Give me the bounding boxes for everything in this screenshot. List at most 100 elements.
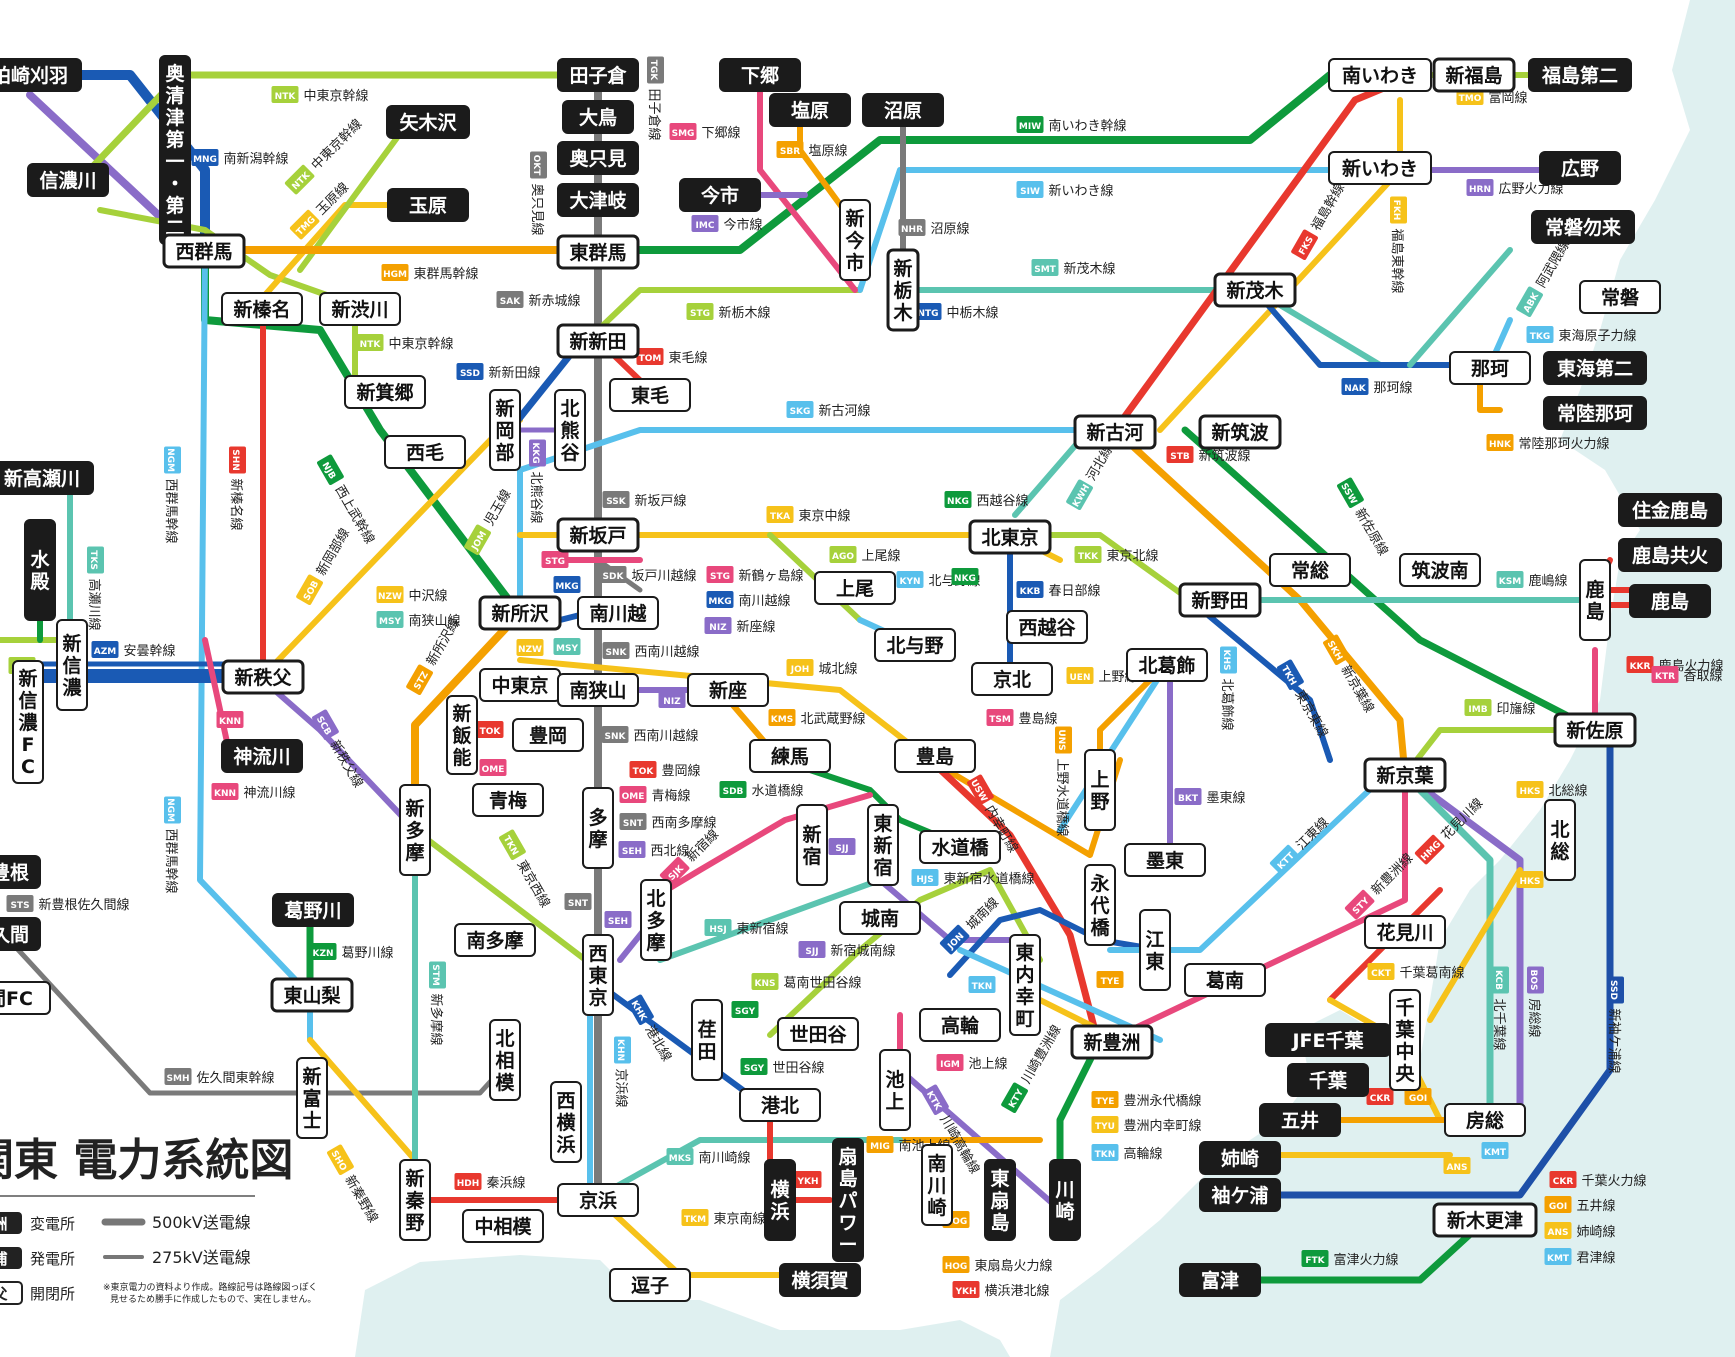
- station[interactable]: 袖ケ浦: [1199, 1178, 1281, 1212]
- station[interactable]: 新座: [687, 673, 769, 707]
- station[interactable]: 上尾: [814, 571, 896, 605]
- station[interactable]: 新秩父: [221, 659, 305, 695]
- station[interactable]: 西群馬: [162, 233, 246, 269]
- station[interactable]: 新佐原: [1553, 712, 1637, 748]
- station[interactable]: 矢木沢: [386, 105, 470, 139]
- station[interactable]: 常磐: [1579, 280, 1661, 314]
- station[interactable]: 新野田: [1178, 582, 1262, 618]
- station[interactable]: 常総: [1269, 553, 1351, 587]
- station[interactable]: 南狭山: [557, 673, 639, 707]
- station[interactable]: 京浜: [557, 1183, 639, 1217]
- station[interactable]: 新飯能: [446, 695, 478, 775]
- station[interactable]: 新秦野: [399, 1159, 431, 1241]
- station[interactable]: 南川崎: [921, 1144, 953, 1226]
- station[interactable]: 五井: [1259, 1103, 1341, 1137]
- station[interactable]: 北熊谷: [554, 389, 586, 471]
- station[interactable]: 新新田: [556, 323, 640, 359]
- station[interactable]: 新箕郷: [344, 375, 426, 409]
- station[interactable]: 奥清津第一・第二: [159, 55, 191, 245]
- station[interactable]: 房総: [1444, 1103, 1526, 1137]
- station[interactable]: 荏田: [691, 999, 723, 1081]
- station[interactable]: 住金鹿島: [1618, 493, 1722, 527]
- station[interactable]: 北与野: [874, 628, 956, 662]
- station[interactable]: 東毛: [609, 378, 691, 412]
- station[interactable]: 京北: [971, 662, 1053, 696]
- station[interactable]: 久間: [0, 917, 41, 951]
- station[interactable]: 扇島パワー: [832, 1138, 864, 1262]
- station[interactable]: 新木更津: [1432, 1202, 1538, 1238]
- station[interactable]: 新榛名: [221, 292, 303, 326]
- station[interactable]: 中東京: [479, 668, 561, 702]
- station[interactable]: 横浜: [764, 1159, 796, 1241]
- station[interactable]: 北東京: [968, 519, 1052, 555]
- station[interactable]: 鹿島共火: [1618, 538, 1722, 572]
- station[interactable]: JFE千葉: [1265, 1023, 1391, 1057]
- station[interactable]: 柏崎刈羽: [0, 58, 82, 92]
- station[interactable]: 南いわき: [1328, 58, 1432, 92]
- station[interactable]: 常磐勿来: [1531, 210, 1635, 244]
- station[interactable]: 新信濃: [56, 619, 88, 711]
- station[interactable]: 信濃川: [27, 163, 109, 197]
- station[interactable]: 新所沢: [478, 595, 562, 631]
- station[interactable]: 水殿: [24, 519, 56, 621]
- station[interactable]: 西越谷: [1006, 610, 1088, 644]
- station[interactable]: 南多摩: [454, 923, 536, 957]
- station[interactable]: 筑波南: [1399, 553, 1481, 587]
- station[interactable]: 玉原: [387, 188, 469, 222]
- station[interactable]: 鹿島: [1629, 584, 1711, 618]
- station[interactable]: 新宿: [796, 804, 828, 886]
- station[interactable]: 世田谷: [777, 1017, 859, 1051]
- station[interactable]: 西横浜: [550, 1081, 582, 1163]
- station[interactable]: 鹿島: [1579, 559, 1611, 641]
- station[interactable]: 新今市: [839, 199, 871, 281]
- station[interactable]: 新多摩: [399, 784, 431, 876]
- station[interactable]: 新富士: [296, 1057, 328, 1139]
- station[interactable]: 東群馬: [556, 234, 640, 270]
- station[interactable]: 中相模: [462, 1209, 544, 1243]
- station[interactable]: 広野: [1539, 151, 1621, 185]
- station[interactable]: 千葉中央: [1389, 989, 1421, 1091]
- station[interactable]: 新いわき: [1328, 151, 1432, 185]
- station[interactable]: 大津岐: [557, 183, 639, 217]
- station[interactable]: 東山梨: [270, 977, 354, 1013]
- station[interactable]: 新坂戸: [556, 517, 640, 553]
- station[interactable]: 北相模: [489, 1019, 521, 1101]
- station[interactable]: 墨東: [1124, 843, 1206, 877]
- station[interactable]: 富津: [1179, 1263, 1261, 1297]
- station[interactable]: 奥只見: [557, 141, 639, 175]
- station[interactable]: 塩原: [769, 93, 851, 127]
- station[interactable]: 江東: [1139, 909, 1171, 991]
- station[interactable]: 豊島: [894, 739, 976, 773]
- station[interactable]: 新高瀬川: [0, 461, 94, 495]
- station[interactable]: 東海第二: [1543, 351, 1647, 385]
- station[interactable]: 北葛飾: [1126, 648, 1208, 682]
- station[interactable]: 西毛: [384, 435, 466, 469]
- station[interactable]: 新渋川: [319, 292, 401, 326]
- station[interactable]: 花見川: [1364, 915, 1446, 949]
- station[interactable]: 永代橋: [1084, 864, 1116, 946]
- station[interactable]: 新古河: [1073, 414, 1157, 450]
- station[interactable]: 池上: [879, 1049, 911, 1131]
- station[interactable]: 葛南: [1184, 963, 1266, 997]
- station[interactable]: 逗子: [609, 1268, 691, 1302]
- station[interactable]: 青梅: [472, 783, 544, 817]
- station[interactable]: 常陸那珂: [1543, 396, 1647, 430]
- station[interactable]: 水道橋: [919, 830, 1001, 864]
- station[interactable]: 新豊洲: [1070, 1024, 1154, 1060]
- station[interactable]: 新福島: [1432, 57, 1516, 93]
- station[interactable]: 那珂: [1449, 351, 1531, 385]
- station[interactable]: 東扇島: [984, 1159, 1016, 1241]
- station[interactable]: 川崎: [1049, 1159, 1081, 1241]
- station[interactable]: 上野: [1084, 749, 1116, 831]
- station[interactable]: 城南: [839, 901, 921, 935]
- station[interactable]: 新京葉: [1363, 757, 1447, 793]
- station[interactable]: 北総: [1544, 799, 1576, 881]
- station[interactable]: 大鳥: [562, 100, 634, 134]
- station[interactable]: 南川越: [577, 596, 659, 630]
- station[interactable]: 下郷: [719, 58, 801, 92]
- station[interactable]: 練馬: [749, 739, 831, 773]
- station[interactable]: 港北: [739, 1088, 821, 1122]
- station[interactable]: 豊岡: [512, 718, 584, 752]
- station[interactable]: 西東京: [582, 934, 614, 1016]
